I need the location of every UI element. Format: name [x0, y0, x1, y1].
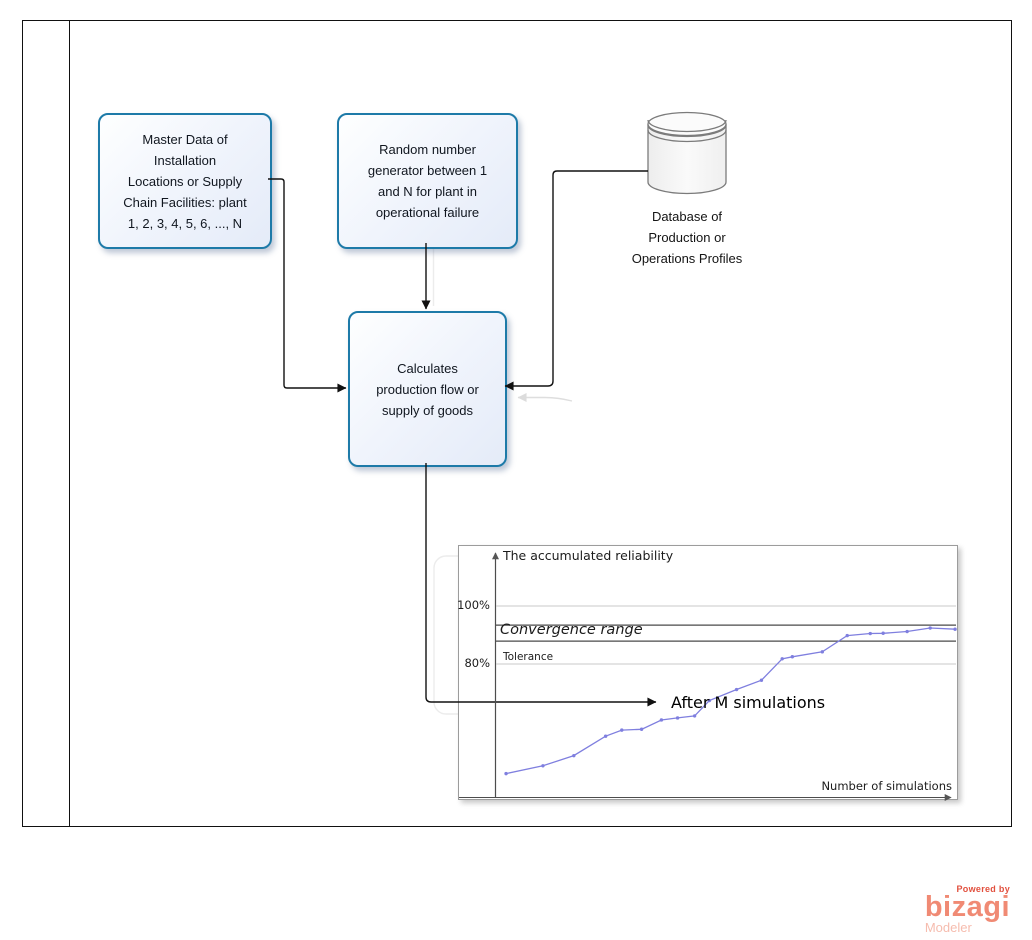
task-master-data: Master Data of Installation Locations or…: [98, 113, 272, 249]
after-m-simulations-annotation: After M simulations: [671, 693, 826, 712]
modeler-wordmark: Modeler: [924, 920, 972, 935]
convergence-range-label: Convergence range: [500, 622, 643, 638]
task-master-data-label: Master Data of Installation Locations or…: [123, 131, 247, 231]
bizagi-wordmark: bizagi: [924, 891, 1010, 923]
task-calculates: Calculates production flow or supply of …: [348, 311, 507, 467]
chart-title: The accumulated reliability: [503, 548, 674, 563]
x-axis-label: Number of simulations: [821, 779, 952, 793]
y-tick-80: 80%: [464, 656, 490, 670]
bizagi-logo[interactable]: Powered by bizagi Modeler: [925, 884, 1010, 934]
y-tick-100: 100%: [457, 598, 490, 612]
task-calculates-label: Calculates production flow or supply of …: [376, 360, 479, 418]
datastore-label: Database of Production or Operations Pro…: [631, 209, 743, 266]
powered-by-text: Powered by: [956, 884, 1010, 894]
pool-lane-header: [23, 21, 70, 826]
tolerance-label: Tolerance: [503, 651, 554, 663]
pool-frame: [22, 20, 1012, 827]
task-random-generator: Random number generator between 1 and N …: [337, 113, 518, 249]
task-random-generator-label: Random number generator between 1 and N …: [367, 142, 488, 220]
reliability-chart-frame: [458, 545, 958, 800]
